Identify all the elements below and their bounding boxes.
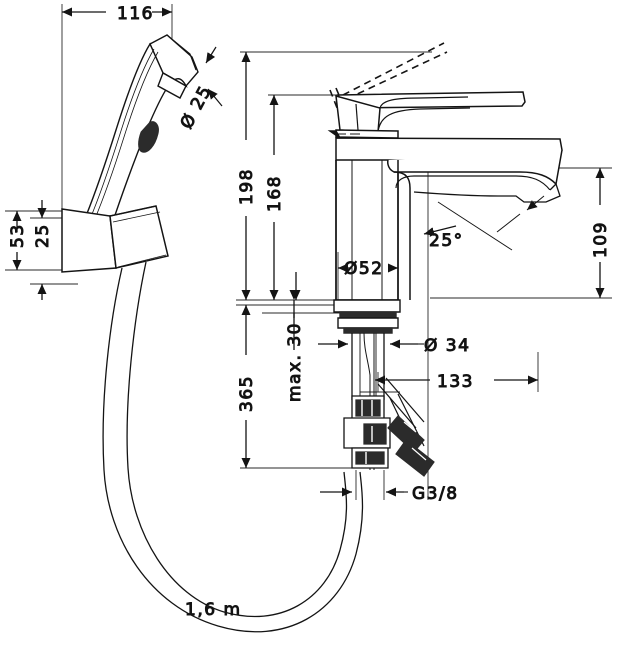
dimension-25-height-label: 25	[33, 223, 53, 248]
threaded-shank	[343, 332, 391, 470]
dimension-133-label: 133	[437, 372, 474, 392]
dimension-g38: G3/8	[320, 470, 459, 505]
dimension-diameter-34-label: Ø 34	[424, 336, 470, 356]
dimension-198-label: 198	[237, 168, 257, 205]
dimension-53-label: 53	[8, 223, 28, 248]
dimension-109-label: 109	[591, 221, 611, 258]
dimension-25-height: 25	[33, 200, 54, 300]
dimension-198: 198	[237, 52, 258, 300]
dimension-116: 116	[62, 4, 172, 25]
dimension-365: 365	[237, 305, 258, 468]
dimension-365-label: 365	[237, 375, 257, 412]
dimension-max-30: max. 30	[285, 290, 306, 403]
dimension-angle-25: 25°	[423, 195, 545, 252]
base-escutcheon	[333, 299, 401, 334]
bidette-hand-shower	[85, 34, 199, 232]
hose-length-label: 1,6 m	[185, 600, 242, 620]
dimension-109: 109	[591, 168, 612, 298]
dimension-53: 53	[8, 211, 29, 270]
dimension-max-30-label: max. 30	[285, 322, 305, 402]
dimension-diameter-34: Ø 34	[318, 336, 470, 357]
dimension-116-label: 116	[117, 4, 154, 24]
dimension-diameter-52-label: Ø52	[344, 259, 384, 279]
flexible-connection-hoses	[377, 377, 435, 477]
dimension-168-label: 168	[265, 175, 285, 212]
dimension-angle-25-label: 25°	[429, 231, 464, 251]
shower-hose	[102, 261, 364, 633]
single-lever-handle	[327, 91, 526, 139]
dimension-diameter-52: Ø52	[338, 259, 398, 280]
wall-holder	[61, 205, 169, 273]
dimension-133: 133	[375, 372, 538, 393]
dimension-168: 168	[265, 95, 286, 300]
dimension-g38-label: G3/8	[412, 484, 459, 504]
basin-mixer-body	[335, 137, 563, 301]
